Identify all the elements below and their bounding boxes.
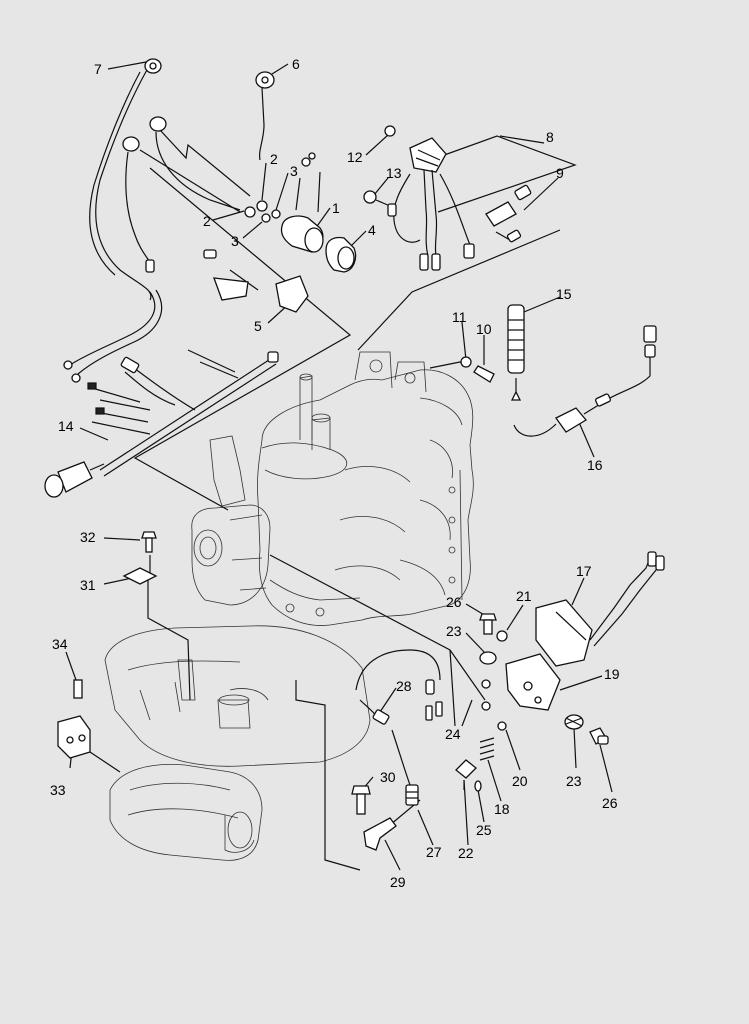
leader-lines bbox=[65, 61, 613, 871]
callout-19: 19 bbox=[604, 666, 620, 682]
callout-32: 32 bbox=[80, 529, 96, 545]
callout-2: 2 bbox=[270, 151, 278, 167]
callout-6: 6 bbox=[292, 56, 300, 72]
callout-27: 27 bbox=[426, 844, 442, 860]
lower-electricals bbox=[57, 531, 665, 851]
callout-30: 30 bbox=[380, 769, 396, 785]
callout-22: 22 bbox=[458, 845, 474, 861]
callout-16: 16 bbox=[587, 457, 603, 473]
callout-29: 29 bbox=[390, 874, 406, 890]
callout-8: 8 bbox=[546, 129, 554, 145]
callout-10: 10 bbox=[476, 321, 492, 337]
callout-26: 26 bbox=[602, 795, 618, 811]
callout-3: 3 bbox=[231, 233, 239, 249]
callout-11: 11 bbox=[452, 309, 467, 325]
callout-21: 21 bbox=[516, 588, 532, 604]
callout-17: 17 bbox=[576, 563, 592, 579]
lower-mount bbox=[104, 625, 371, 861]
callout-9: 9 bbox=[556, 165, 564, 181]
callout-25: 25 bbox=[476, 822, 492, 838]
callout-33: 33 bbox=[50, 782, 66, 798]
starter-relay bbox=[203, 152, 357, 313]
ignition-sensors bbox=[460, 304, 657, 437]
callout-28: 28 bbox=[396, 678, 412, 694]
callout-5: 5 bbox=[254, 318, 262, 334]
callout-1: 1 bbox=[332, 200, 340, 216]
callout-24: 24 bbox=[445, 726, 461, 742]
callout-26: 26 bbox=[446, 594, 462, 610]
engine-block bbox=[191, 351, 474, 626]
callout-12: 12 bbox=[347, 149, 363, 165]
callout-31: 31 bbox=[80, 577, 96, 593]
callout-2: 2 bbox=[203, 213, 211, 229]
callout-3: 3 bbox=[290, 163, 298, 179]
callout-numbers: 7 6 2 3 2 3 1 4 5 12 13 8 9 15 11 10 14 … bbox=[50, 56, 620, 890]
callout-34: 34 bbox=[52, 636, 68, 652]
callout-23: 23 bbox=[566, 773, 582, 789]
wire-harness bbox=[44, 58, 279, 498]
callout-13: 13 bbox=[386, 165, 402, 181]
callout-4: 4 bbox=[368, 222, 376, 238]
callout-18: 18 bbox=[494, 801, 510, 817]
callout-7: 7 bbox=[94, 61, 102, 77]
rectifier-regulator bbox=[363, 125, 532, 271]
callout-15: 15 bbox=[556, 286, 572, 302]
callout-23: 23 bbox=[446, 623, 462, 639]
callout-14: 14 bbox=[58, 418, 74, 434]
callout-20: 20 bbox=[512, 773, 528, 789]
